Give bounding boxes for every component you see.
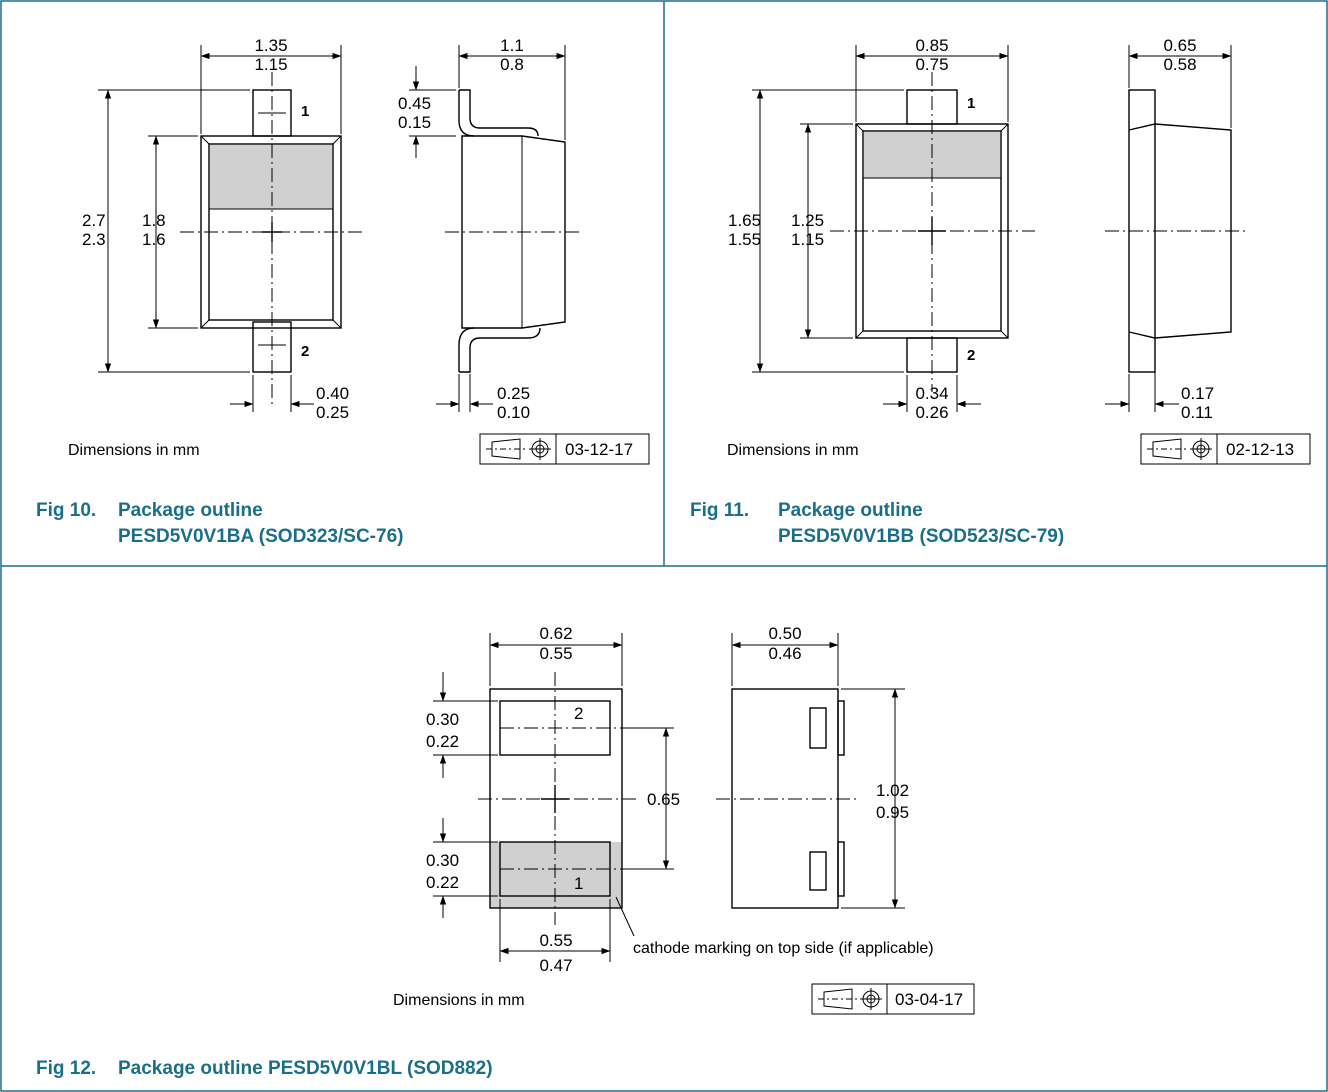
fig10-side-width-min: 0.8 — [500, 55, 524, 74]
fig11-lead-width-min: 0.26 — [915, 403, 948, 422]
fig10-pin2-label: 2 — [301, 343, 309, 360]
fig12-pad-top-min: 0.22 — [426, 732, 459, 751]
fig11-pin2-label: 2 — [967, 347, 975, 364]
fig12-pad-bottom-min: 0.22 — [426, 873, 459, 892]
fig11-height-total-min: 1.55 — [728, 230, 761, 249]
fig10-dimension-lines — [98, 45, 566, 412]
fig12-dimension-lines — [433, 633, 905, 962]
fig12-side-width-max: 0.50 — [768, 624, 801, 643]
fig12-side-view — [716, 688, 858, 909]
fig11-dimension-lines — [752, 45, 1232, 412]
fig11-body-height-min: 1.15 — [791, 230, 824, 249]
fig10-lead-width-max: 0.40 — [316, 384, 349, 403]
fig12-pin1-label: 1 — [574, 874, 583, 893]
fig10-width-min: 1.15 — [254, 55, 287, 74]
fig12-width-min: 0.55 — [539, 644, 572, 663]
fig11-width-max: 0.85 — [915, 36, 948, 55]
fig12-cathode-note: cathode marking on top side (if applicab… — [633, 940, 934, 957]
fig12-caption-num: Fig 12. — [36, 1058, 96, 1079]
fig10-caption-line1: Package outline — [118, 500, 263, 521]
fig12-pin2-label: 2 — [574, 704, 583, 723]
fig10-body-height-min: 1.6 — [142, 230, 166, 249]
fig12-units-note: Dimensions in mm — [393, 992, 525, 1009]
fig11-caption-line2: PESD5V0V1BB (SOD523/SC-79) — [778, 526, 1064, 547]
fig10-drawing — [98, 45, 650, 465]
fig10-side-width-max: 1.1 — [500, 36, 524, 55]
fig12-width-max: 0.62 — [539, 624, 572, 643]
fig11-height-total-max: 1.65 — [728, 211, 761, 230]
fig12-side-width-min: 0.46 — [768, 644, 801, 663]
fig11-lead-thick-min: 0.11 — [1181, 403, 1213, 422]
fig11-lead-thick-max: 0.17 — [1181, 384, 1214, 403]
fig10-pin1-label: 1 — [301, 103, 309, 120]
fig10-width-max: 1.35 — [254, 36, 287, 55]
fig10-lead-thick-max: 0.25 — [497, 384, 530, 403]
fig10-caption-line2: PESD5V0V1BA (SOD323/SC-76) — [118, 526, 403, 547]
fig11-units-note: Dimensions in mm — [727, 442, 859, 459]
fig11-pin1-label: 1 — [967, 95, 975, 112]
fig11-width-min: 0.75 — [915, 55, 948, 74]
fig10-caption-num: Fig 10. — [36, 500, 96, 521]
fig11-caption-num: Fig 11. — [690, 500, 749, 521]
fig12-drawing — [433, 633, 975, 1015]
fig11-caption-line1: Package outline — [778, 500, 923, 521]
fig11-lead-width-max: 0.34 — [915, 384, 948, 403]
fig11-top-view — [830, 72, 1035, 392]
fig12-pitch: 0.65 — [647, 790, 680, 809]
fig11-side-width-min: 0.58 — [1163, 55, 1196, 74]
fig10-lead-offset-max: 0.45 — [398, 94, 431, 113]
fig10-body-height-max: 1.8 — [142, 211, 166, 230]
fig11-code-box — [1140, 433, 1311, 465]
fig11-drawing — [752, 45, 1311, 465]
fig10-code: 03-12-17 — [565, 440, 633, 459]
fig12-pad-width-max: 0.55 — [539, 931, 572, 950]
fig10-side-view — [445, 89, 582, 373]
fig11-code: 02-12-13 — [1226, 440, 1294, 459]
fig11-side-width-max: 0.65 — [1163, 36, 1196, 55]
fig11-body-height-max: 1.25 — [791, 211, 824, 230]
fig10-lead-width-min: 0.25 — [316, 403, 349, 422]
fig12-caption-text: Package outline PESD5V0V1BL (SOD882) — [118, 1058, 493, 1079]
fig12-code: 03-04-17 — [895, 990, 963, 1009]
fig10-height-total-max: 2.7 — [82, 211, 106, 230]
fig12-pad-top-max: 0.30 — [426, 710, 459, 729]
fig12-length-max: 1.02 — [876, 781, 909, 800]
fig10-height-total-min: 2.3 — [82, 230, 106, 249]
fig10-code-box — [479, 433, 650, 465]
fig12-code-box — [811, 983, 975, 1015]
fig11-side-view — [1105, 89, 1248, 373]
fig10-lead-offset-min: 0.15 — [398, 113, 431, 132]
fig12-top-view — [478, 672, 640, 925]
fig12-length-min: 0.95 — [876, 803, 909, 822]
fig12-pad-bottom-max: 0.30 — [426, 851, 459, 870]
fig10-units-note: Dimensions in mm — [68, 442, 200, 459]
fig10-top-view — [180, 72, 362, 408]
fig10-lead-thick-min: 0.10 — [497, 403, 530, 422]
fig12-pad-width-min: 0.47 — [539, 956, 572, 975]
